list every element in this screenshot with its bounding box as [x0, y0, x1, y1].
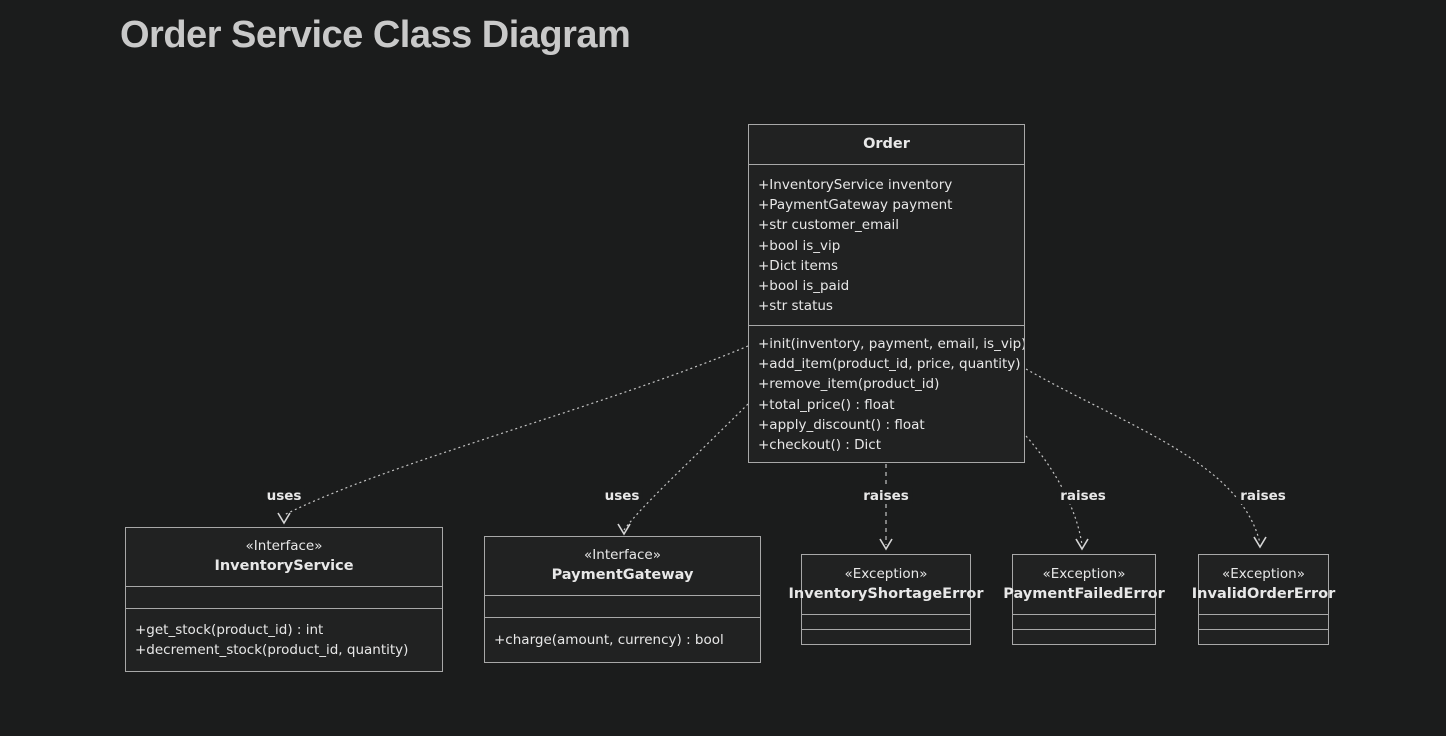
class-annotation: «Exception»	[1042, 565, 1126, 582]
class-paymentgateway-header: «Interface» PaymentGateway	[485, 537, 760, 595]
arrowhead-icon	[277, 512, 291, 525]
class-inventoryservice-attributes	[126, 586, 442, 608]
class-paymentfailederror-attributes	[1013, 614, 1155, 629]
class-name: InventoryShortageError	[788, 585, 984, 602]
class-paymentgateway-methods: +charge(amount, currency) : bool	[485, 617, 760, 662]
class-invalidordererror: «Exception» InvalidOrderError	[1192, 554, 1335, 645]
class-annotation: «Exception»	[1222, 565, 1305, 582]
class-member: +charge(amount, currency) : bool	[494, 632, 724, 648]
class-order-header: Order	[749, 125, 1024, 164]
class-member: +bool is_vip	[758, 237, 841, 254]
class-order-attributes: +InventoryService inventory +PaymentGatew…	[749, 164, 1024, 325]
class-member: +str status	[758, 298, 833, 315]
edge-uses-paymentgateway	[623, 403, 749, 531]
edge-raises-invalidordererror	[1025, 368, 1261, 544]
class-name: InventoryService	[214, 558, 354, 574]
class-paymentfailederror: «Exception» PaymentFailedError	[1003, 554, 1165, 645]
class-inventoryshortageerror-header: «Exception» InventoryShortageError	[789, 555, 984, 614]
class-name: PaymentGateway	[551, 567, 694, 583]
class-member: +bool is_paid	[758, 277, 850, 294]
class-order: Order +InventoryService inventory +Paymen…	[748, 124, 1025, 463]
edge-uses-inventoryservice	[283, 345, 749, 516]
class-member: +add_item(product_id, price, quantity)	[758, 356, 1021, 373]
class-paymentgateway: «Interface» PaymentGateway +charge(amoun…	[484, 536, 761, 663]
class-member: +get_stock(product_id) : int	[135, 622, 324, 638]
class-inventoryservice-header: «Interface» InventoryService	[126, 528, 442, 586]
class-annotation: «Interface»	[245, 538, 323, 554]
edge-label-uses-1: uses	[263, 488, 305, 504]
class-paymentfailederror-header: «Exception» PaymentFailedError	[1003, 555, 1165, 614]
class-member: +InventoryService inventory	[758, 177, 953, 193]
class-annotation: «Interface»	[584, 547, 661, 563]
class-member: +total_price() : float	[758, 396, 895, 413]
arrowhead-icon	[1253, 536, 1267, 549]
arrowhead-icon	[1075, 538, 1089, 551]
class-inventoryservice-methods: +get_stock(product_id) : int +decrement_s…	[126, 608, 442, 671]
edge-label-uses-2: uses	[601, 488, 643, 504]
class-member: +remove_item(product_id)	[758, 376, 940, 393]
class-inventoryshortageerror: «Exception» InventoryShortageError	[789, 554, 984, 645]
class-inventoryshortageerror-attributes	[802, 614, 970, 629]
edge-label-raises-1: raises	[860, 488, 912, 504]
class-member: +Dict items	[758, 257, 838, 274]
class-order-methods: +init(inventory, payment, email, is_vip)…	[749, 325, 1024, 462]
arrowhead-icon	[879, 538, 893, 551]
class-name: PaymentFailedError	[1003, 585, 1165, 602]
class-member: +init(inventory, payment, email, is_vip)	[758, 336, 1024, 352]
class-member: +checkout() : Dict	[758, 436, 881, 453]
class-invalidordererror-methods	[1199, 629, 1328, 643]
class-annotation: «Exception»	[844, 565, 928, 582]
class-name: InvalidOrderError	[1191, 585, 1336, 602]
class-invalidordererror-attributes	[1199, 614, 1328, 629]
class-member: +apply_discount() : float	[758, 416, 925, 433]
arrowhead-icon	[617, 523, 631, 536]
class-member: +str customer_email	[758, 217, 900, 234]
class-member: +PaymentGateway payment	[758, 197, 953, 214]
class-inventoryshortageerror-methods	[802, 629, 970, 643]
class-inventoryservice: «Interface» InventoryService +get_stock(…	[125, 527, 443, 672]
edge-label-raises-2: raises	[1057, 488, 1109, 504]
diagram-title: Order Service Class Diagram	[120, 14, 631, 56]
class-name: Order	[863, 136, 910, 152]
class-paymentfailederror-methods	[1013, 629, 1155, 643]
class-member: +decrement_stock(product_id, quantity)	[135, 642, 409, 659]
class-paymentgateway-attributes	[485, 595, 760, 617]
edge-label-raises-3: raises	[1237, 488, 1289, 504]
class-invalidordererror-header: «Exception» InvalidOrderError	[1192, 555, 1335, 614]
